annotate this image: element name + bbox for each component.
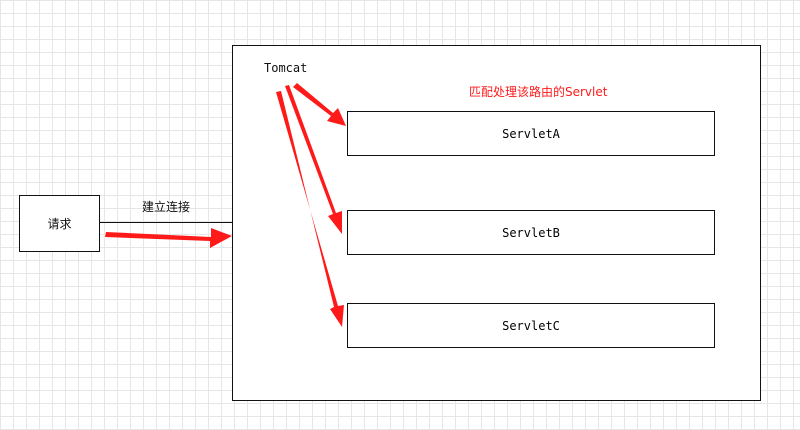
request-box: 请求 <box>19 195 100 252</box>
servlet-a-box: ServletA <box>347 111 715 156</box>
connection-line <box>100 222 232 223</box>
servlet-b-box: ServletB <box>347 210 715 255</box>
connection-label: 建立连接 <box>142 200 191 214</box>
servlet-c-label: ServletC <box>502 318 560 333</box>
routing-annotation: 匹配处理该路由的Servlet <box>469 85 608 99</box>
servlet-c-box: ServletC <box>347 303 715 348</box>
request-label: 请求 <box>47 217 72 231</box>
servlet-b-label: ServletB <box>502 225 560 240</box>
servlet-a-label: ServletA <box>502 126 560 141</box>
request-arrow <box>105 228 232 248</box>
tomcat-label: Tomcat <box>264 61 308 75</box>
